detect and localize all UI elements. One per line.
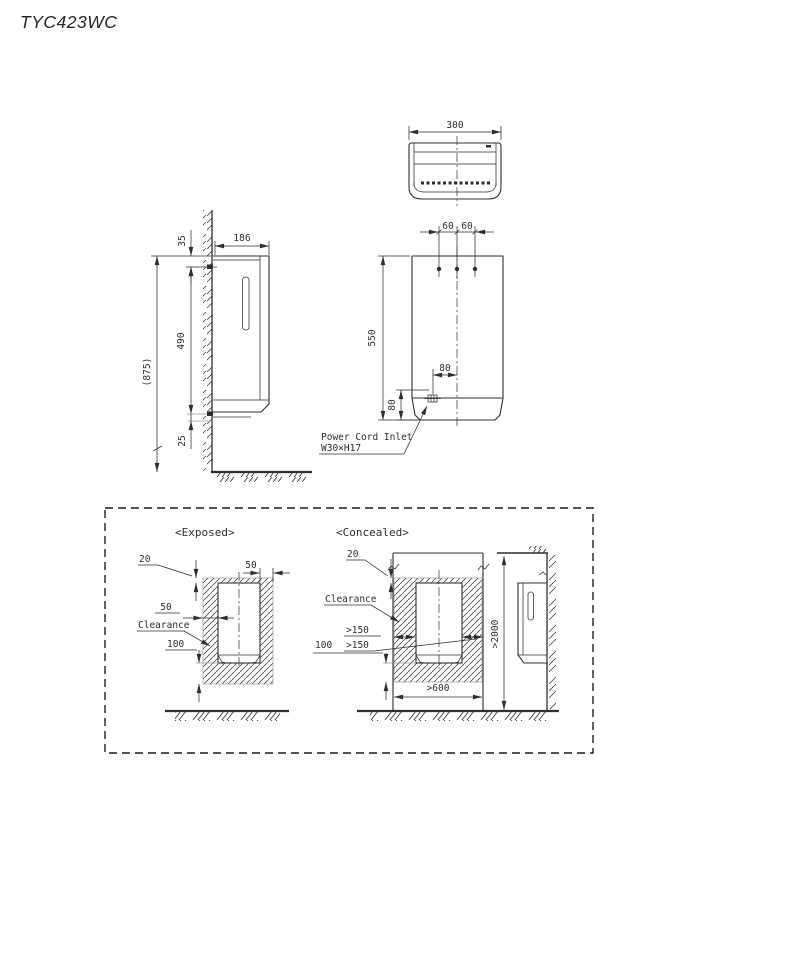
- dim-height-clearance: >2000: [490, 555, 507, 711]
- dim-150-right: >150: [346, 640, 369, 651]
- dim-60-left: 60: [442, 221, 454, 232]
- dim-hole-spacing: 60 60: [420, 221, 494, 235]
- unit-profile: [517, 582, 547, 664]
- dim-80-v: 80: [387, 399, 398, 411]
- dim-overall-875: (875): [142, 255, 212, 473]
- sensor-window: [527, 591, 534, 621]
- dim-60-right: 60: [461, 221, 473, 232]
- dim-inlet-offset: 80: [432, 363, 458, 394]
- clearance-hatch: [203, 578, 273, 684]
- break-mark-right: [477, 563, 490, 571]
- dim-bottom-25: 25: [177, 414, 213, 449]
- dim-50-right: 50: [245, 560, 257, 571]
- dim-100: 100: [315, 640, 332, 651]
- dim-top-20: 20: [346, 549, 394, 599]
- dim-600: >600: [427, 683, 450, 694]
- dim-bottom-100: 100: [165, 639, 219, 702]
- floor-hatching: [216, 473, 308, 482]
- indicator-mark: [486, 145, 491, 148]
- dim-bottom-100: 100: [313, 640, 415, 700]
- wall-tick: [538, 571, 547, 576]
- unit-profile: [213, 255, 270, 413]
- floor-hatching: [370, 712, 552, 721]
- dim-depth-186: 186: [214, 233, 270, 255]
- dim-right-50: 50: [243, 560, 290, 582]
- wall-hatching: [548, 555, 556, 709]
- mounting-mark-upper: [207, 264, 213, 269]
- dim-186: 186: [233, 233, 250, 244]
- clearance-callout: Clearance: [137, 620, 211, 647]
- clearance-label: Clearance: [138, 620, 190, 631]
- dim-20: 20: [139, 554, 151, 565]
- wall-hatching: [203, 210, 212, 472]
- dim-left-50: 50: [155, 602, 234, 621]
- inlet-callout: Power Cord Inlet W30×H17: [319, 405, 428, 455]
- dim-span-490: 490: [176, 266, 194, 415]
- exposed-diagram: <Exposed> 20 50 50: [137, 526, 290, 721]
- dim-100: 100: [167, 639, 184, 650]
- ceiling-hatching: [529, 546, 548, 553]
- inlet-label-2: W30×H17: [321, 443, 361, 454]
- dim-875: (875): [142, 358, 153, 387]
- dim-side-clearances: >150 >150: [344, 625, 484, 652]
- dim-top-35: 35: [177, 230, 194, 284]
- dim-20: 20: [347, 549, 359, 560]
- dim-490: 490: [176, 332, 187, 349]
- dim-inlet-rise: 80: [387, 389, 429, 421]
- clearance-label: Clearance: [325, 594, 377, 605]
- model-number: TYC423WC: [20, 12, 117, 32]
- installation-note-box: [104, 507, 594, 754]
- dim-niche-width: >600: [393, 683, 483, 700]
- dim-25: 25: [177, 435, 188, 446]
- side-view: 186 35 490 25: [142, 210, 312, 482]
- dim-35: 35: [177, 235, 188, 246]
- mounting-mark-lower: [207, 411, 213, 416]
- break-mark-left: [387, 563, 400, 571]
- front-view: 60 60 550 80 80: [319, 221, 504, 455]
- inlet-label-1: Power Cord Inlet: [321, 432, 413, 443]
- dim-80-h: 80: [439, 363, 451, 374]
- clearance-hatch: [394, 578, 482, 682]
- top-view: 300: [408, 120, 502, 206]
- exposed-label: <Exposed>: [175, 526, 235, 539]
- dim-150-left: >150: [346, 625, 369, 636]
- sensor-window: [242, 276, 250, 331]
- floor-hatching: [175, 712, 280, 721]
- concealed-label: <Concealed>: [336, 526, 409, 539]
- concealed-side-view: [497, 546, 556, 711]
- dim-550: 550: [367, 329, 378, 346]
- dim-50-left: 50: [160, 602, 172, 613]
- dim-2000: >2000: [490, 619, 501, 648]
- dim-top-20: 20: [138, 554, 199, 601]
- clearance-callout: Clearance: [324, 594, 400, 623]
- power-cord-inlet: [424, 394, 441, 403]
- concealed-diagram: <Concealed> 20 Clearance >150: [313, 526, 559, 721]
- dim-width-300: 300: [446, 120, 463, 131]
